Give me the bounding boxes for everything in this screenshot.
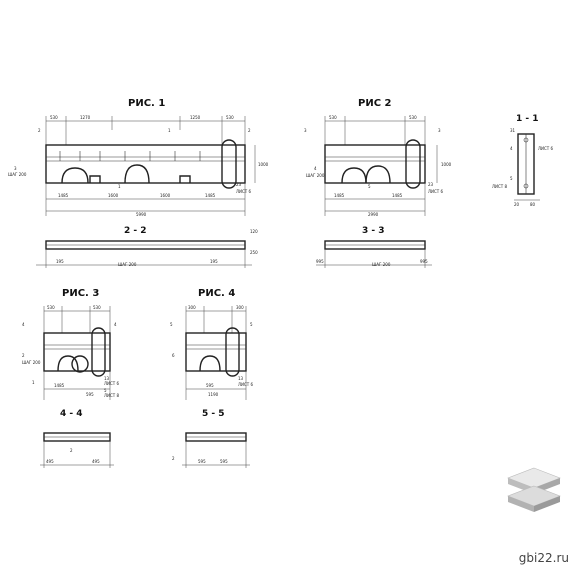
s44-dim-left: 495: [46, 459, 54, 464]
fig4-dim-bottom-2: 1190: [208, 392, 219, 397]
fig3-mark-1: 1: [32, 380, 35, 385]
figure-2: РИС 2 530 530 3 3 5 23 4 ШАГ 200 ЛИСТ 6 …: [304, 98, 452, 217]
fig1-note-sheet: ЛИСТ 6: [236, 189, 252, 194]
stacked-slabs-logo: [507, 467, 561, 512]
section-5-5: 5 - 5 595 595 2: [172, 409, 250, 468]
fig3-mark-4-right: 4: [114, 322, 117, 327]
fig3-mark-13: 13: [104, 376, 110, 381]
fig1-mark-2-left: 2: [38, 128, 41, 133]
s33-dim-left: 995: [316, 259, 324, 264]
section-1-1: 1 - 1 31 4 5 ЛИСТ 6 ЛИСТ 8 20 80: [492, 114, 554, 207]
fig2-dim-bottom-2: 1485: [392, 193, 403, 198]
fig2-mark-3-left: 3: [304, 128, 307, 133]
fig1-height: 1000: [258, 162, 269, 167]
fig1-mark-1-bottom: 1: [118, 184, 121, 189]
fig3-mark-5: 5: [104, 388, 107, 393]
fig2-dim-top-2: 530: [409, 115, 417, 120]
fig1-dim-bottom-3: 1600: [160, 193, 171, 198]
fig3-dim-top-1: 530: [47, 305, 55, 310]
fig1-mark-2-right: 2: [248, 128, 251, 133]
fig2-height: 1000: [441, 162, 452, 167]
fig2-dim-top-1: 530: [329, 115, 337, 120]
s22-dim-left: 195: [56, 259, 64, 264]
s11-dim-2: 80: [530, 202, 536, 207]
fig1-dim-bottom-2: 1600: [108, 193, 119, 198]
fig3-dim-bottom-2: 595: [86, 392, 94, 397]
s11-dim-1: 20: [514, 202, 520, 207]
section-4-4: 4 - 4 495 495 2: [40, 409, 114, 468]
section-2-2-title: 2 - 2: [124, 226, 147, 236]
section-3-3-title: 3 - 3: [362, 226, 385, 236]
s44-mark-2: 2: [70, 448, 73, 453]
fig2-total: 2990: [368, 212, 379, 217]
fig2-mark-5: 5: [368, 184, 371, 189]
s33-dim-right: 995: [420, 259, 428, 264]
fig1-mark-1-top: 1: [168, 128, 171, 133]
fig3-dim-top-2: 530: [93, 305, 101, 310]
s55-mark-2: 2: [172, 456, 175, 461]
fig2-mark-4: 4: [314, 166, 317, 171]
s11-note-sheet-6: ЛИСТ 6: [538, 146, 554, 151]
section-1-1-title: 1 - 1: [516, 114, 539, 124]
fig3-note-step: ШАГ 200: [22, 360, 41, 365]
s22-note-step: ШАГ 200: [118, 262, 137, 267]
section-3-3: 3 - 3 995 995 ШАГ 200: [316, 226, 432, 268]
fig4-mark-6: 6: [172, 353, 175, 358]
figure-4: РИС. 4 300 300 5 5 13 6 ЛИСТ 6 595 1190: [170, 288, 254, 400]
s11-note-sheet-8: ЛИСТ 8: [492, 184, 508, 189]
figure-2-title: РИС 2: [358, 98, 392, 109]
fig4-mark-5-right: 5: [250, 322, 253, 327]
fig1-dim-bottom-1: 1485: [58, 193, 69, 198]
fig1-mark-23: 23: [236, 182, 242, 187]
fig4-beam-outline: [185, 332, 247, 372]
fig1-dim-top-1: 530: [50, 115, 58, 120]
figure-1-title: РИС. 1: [128, 98, 165, 109]
fig1-note-step: ШАГ 200: [8, 172, 27, 177]
fig3-mark-4-left: 4: [22, 322, 25, 327]
fig1-total: 5990: [136, 212, 147, 217]
fig1-dim-top-2: 1270: [80, 115, 91, 120]
fig4-dim-bottom-1: 595: [206, 383, 214, 388]
fig4-dim-top-1: 300: [188, 305, 196, 310]
fig1-mark-3: 3: [14, 166, 17, 171]
s22-dim-h2: 250: [250, 250, 258, 255]
fig3-dim-bottom-1: 1485: [54, 383, 65, 388]
s44-dim-right: 495: [92, 459, 100, 464]
fig4-dim-top-2: 300: [236, 305, 244, 310]
figure-3-title: РИС. 3: [62, 288, 99, 299]
fig1-dim-top-4: 530: [226, 115, 234, 120]
fig3-note-sheet-8: ЛИСТ 8: [104, 393, 120, 398]
section-5-5-title: 5 - 5: [202, 409, 225, 419]
fig1-beam-outline: [45, 144, 246, 184]
fig3-mark-2: 2: [22, 353, 25, 358]
s33-note-step: ШАГ 200: [372, 262, 391, 267]
fig2-mark-3-right: 3: [438, 128, 441, 133]
fig1-dim-top-3: 1250: [190, 115, 201, 120]
figure-3: РИС. 3 530 530 4 4 2 1 13 5 ШАГ 200 ЛИСТ…: [22, 288, 120, 400]
fig1-dim-bottom-4: 1485: [205, 193, 216, 198]
figure-4-title: РИС. 4: [198, 288, 235, 299]
section-2-2: 2 - 2 195 195 ШАГ 200 120 250: [36, 226, 258, 268]
s55-dim-right: 595: [220, 459, 228, 464]
figure-1: РИС. 1 530 1270 1250 530 2 2 1: [8, 98, 269, 217]
section-4-4-title: 4 - 4: [60, 409, 83, 419]
fig3-note-sheet-6: ЛИСТ 6: [104, 381, 120, 386]
site-watermark: gbi22.ru: [518, 551, 569, 565]
fig2-beam-outline: [324, 144, 426, 184]
s22-dim-right: 195: [210, 259, 218, 264]
s11-mark-4: 4: [510, 146, 513, 151]
s22-dim-h1: 120: [250, 229, 258, 234]
s11-mark-31: 31: [510, 128, 516, 133]
fig2-mark-23: 23: [428, 182, 434, 187]
s11-mark-5: 5: [510, 176, 513, 181]
fig4-mark-5-left: 5: [170, 322, 173, 327]
s55-dim-left: 595: [198, 459, 206, 464]
fig2-note-step: ШАГ 200: [306, 173, 325, 178]
fig2-note-sheet: ЛИСТ 6: [428, 189, 444, 194]
fig2-dim-bottom-1: 1485: [334, 193, 345, 198]
fig4-mark-13: 13: [238, 376, 244, 381]
